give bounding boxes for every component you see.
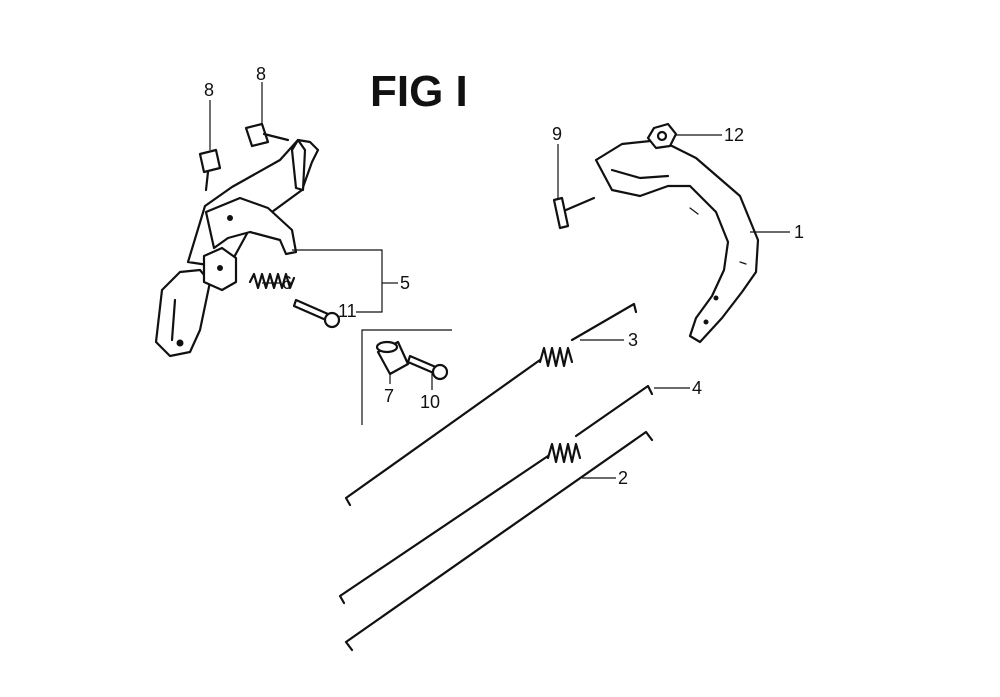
governor-bracket-assembly — [154, 122, 341, 358]
callout-rod-spring: 3 — [628, 330, 638, 350]
callout-pin: 9 — [552, 124, 562, 144]
callout-spring-small: 6 — [282, 273, 292, 293]
control-arm — [552, 122, 760, 344]
callout-arm: 1 — [794, 222, 804, 242]
callout-rod-plain: 2 — [618, 468, 628, 488]
collar-group — [361, 329, 452, 425]
callout-collar: 7 — [384, 386, 394, 406]
rod-with-spring — [344, 302, 638, 507]
callout-nut: 12 — [724, 125, 744, 145]
callout-bolt-left: 8 — [204, 80, 214, 100]
callout-rod-long: 4 — [692, 378, 702, 398]
callout-labels: 8 8 9 12 1 5 6 11 3 7 10 4 2 — [204, 64, 804, 488]
plain-rod — [344, 430, 654, 652]
callout-screw-spring: 11 — [338, 301, 357, 321]
figure-title: FIG I — [370, 67, 468, 116]
long-rod-with-spring — [338, 384, 654, 605]
leader-lines — [209, 82, 790, 479]
callout-screw-collar: 10 — [420, 392, 440, 412]
callout-bolt-top: 8 — [256, 64, 266, 84]
callout-bracket: 5 — [400, 273, 410, 293]
